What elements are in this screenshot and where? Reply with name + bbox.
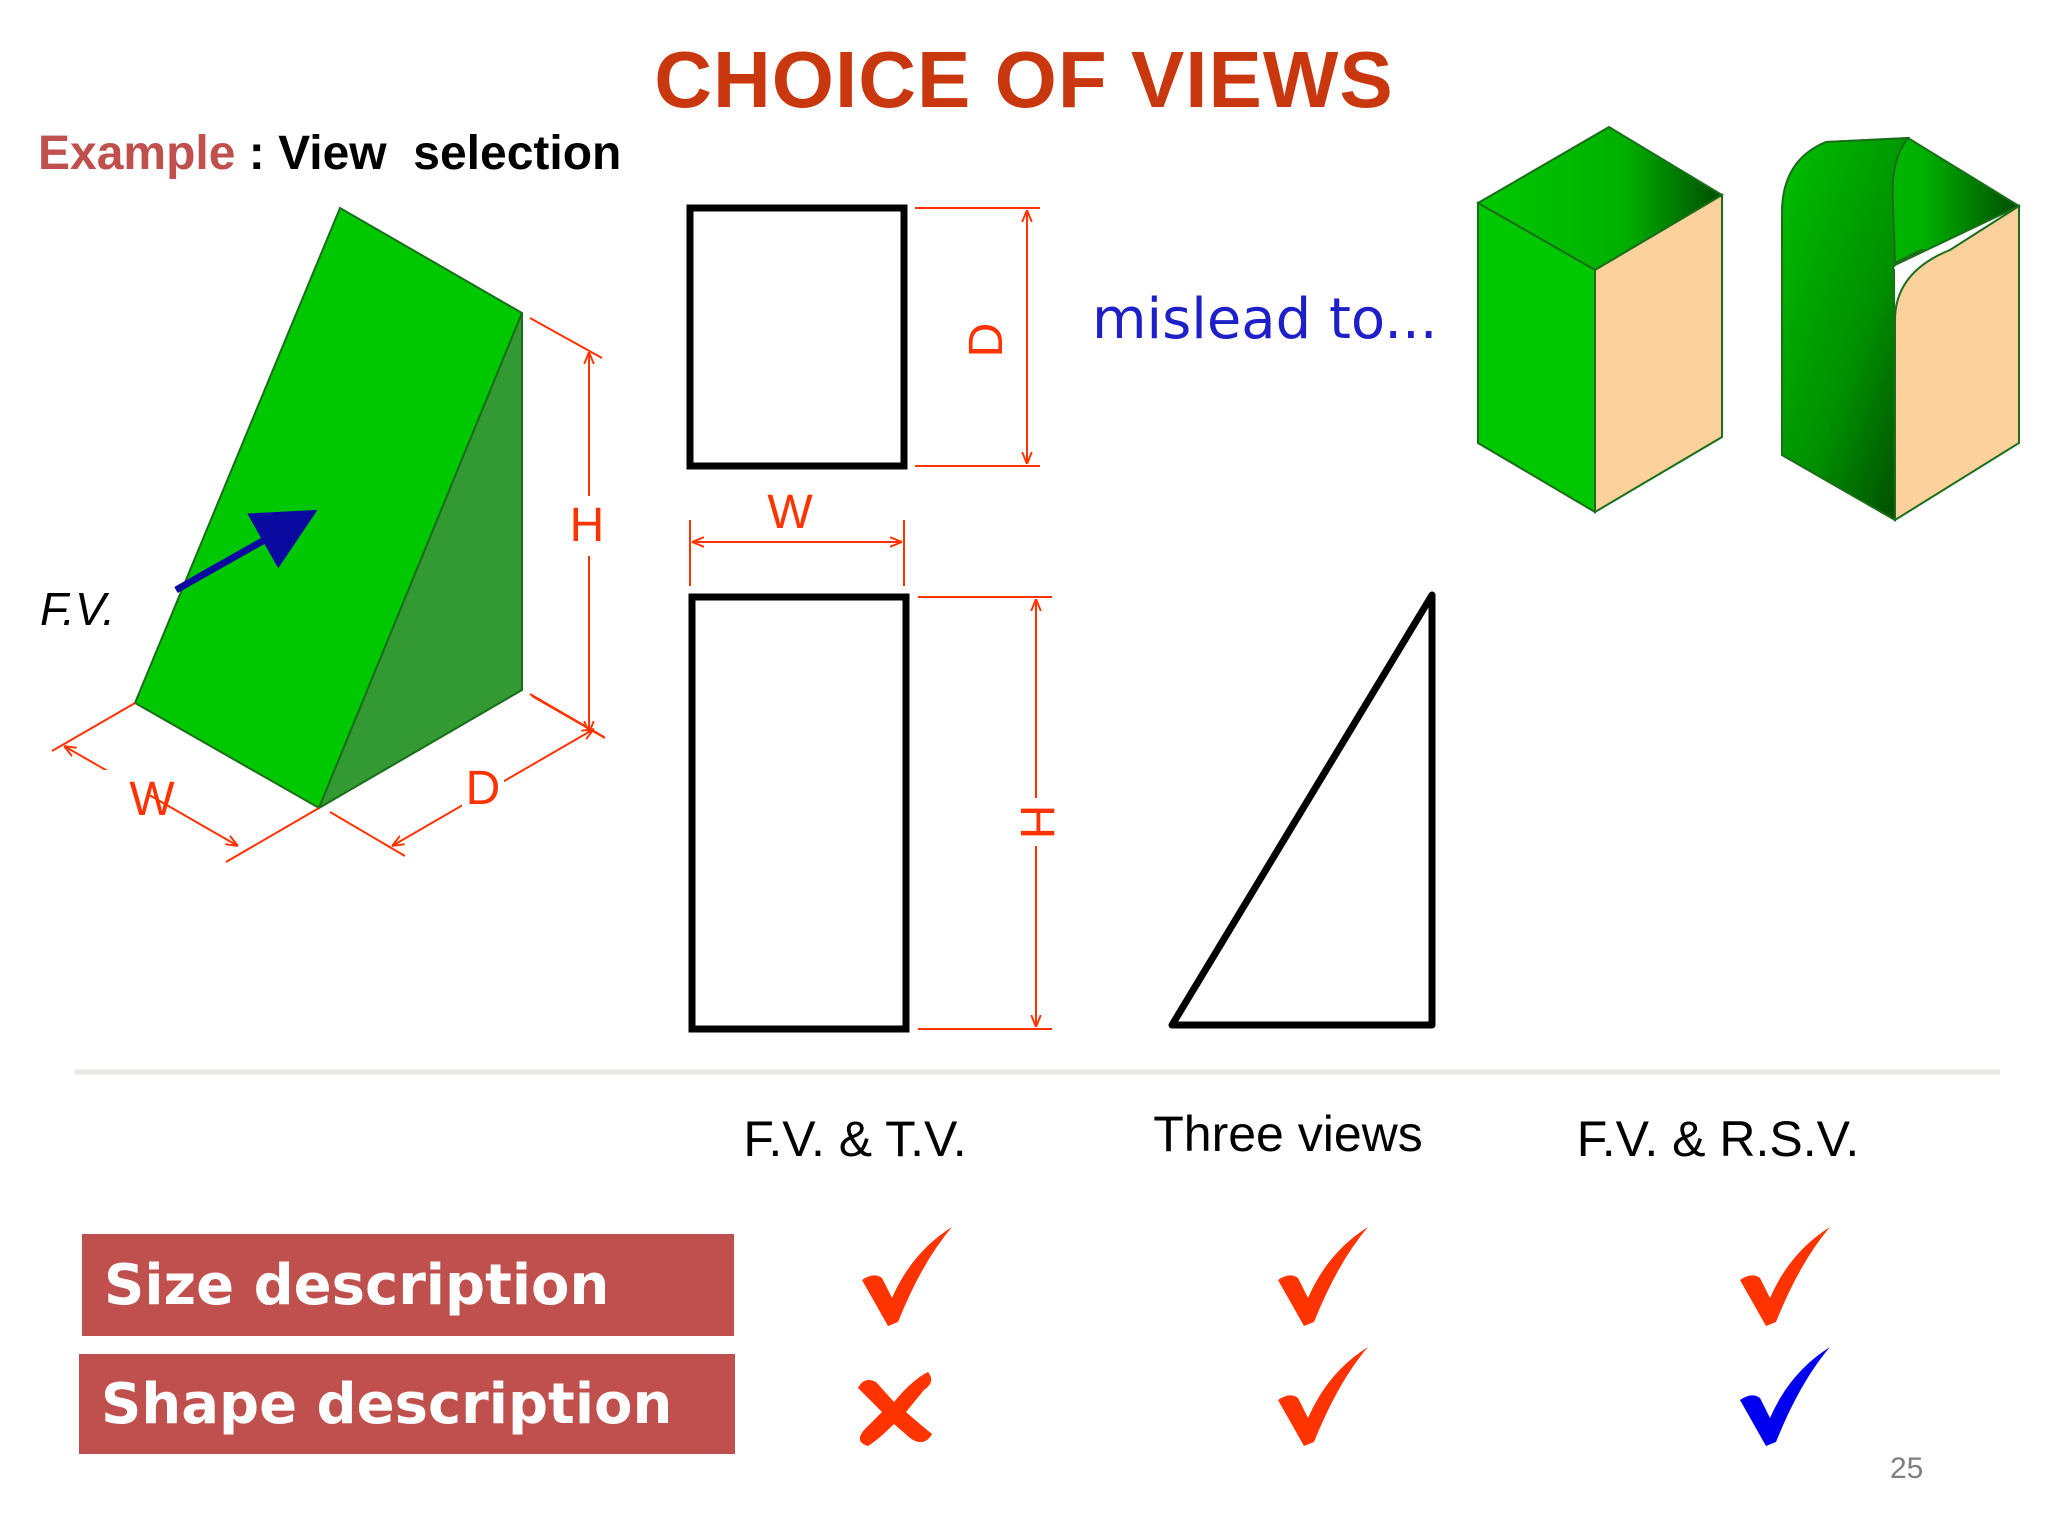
front-dim-gap (1010, 798, 1062, 846)
dim-h-gap (568, 496, 610, 556)
width-dim-label: W (767, 486, 813, 539)
check-icon (862, 1227, 952, 1326)
front-view-dim-h-label: H (1010, 805, 1063, 840)
page-number: 25 (1890, 1452, 1924, 1485)
top-view-dimension (915, 207, 1040, 467)
cross-icon (858, 1372, 932, 1446)
slide-subtitle: Example : View selection (38, 126, 621, 181)
check-icon (1740, 1347, 1830, 1446)
slide-title: CHOICE OF VIEWS (654, 35, 1394, 124)
top-view-dim-d-label: D (960, 323, 1013, 358)
check-icon (1278, 1227, 1368, 1326)
isometric-wedge (133, 206, 524, 811)
dim-line-w (64, 746, 238, 846)
check-icon (1740, 1227, 1830, 1326)
front-view-arrow (174, 509, 318, 594)
column-header-fv-tv: F.V. & T.V. (743, 1111, 967, 1167)
check-icon (1278, 1347, 1368, 1446)
subtitle-rest: : View selection (235, 127, 622, 180)
iso-dim-w-label: W (129, 773, 175, 826)
dim-w-gap (100, 770, 150, 828)
row-label-size-description: Size description (82, 1234, 734, 1336)
side-view-triangle (1168, 591, 1436, 1029)
mislead-box-rounded (1780, 136, 2022, 522)
front-view-label: F.V. (40, 583, 115, 635)
row-label-shape-description: Shape description (79, 1354, 735, 1454)
dim-d-gap (462, 764, 504, 822)
iso-dim-h-label: H (570, 499, 605, 552)
front-view-rect (688, 593, 910, 1033)
subtitle-example: Example (38, 127, 236, 180)
mislead-caption: mislead to... (1092, 287, 1438, 352)
top-view-rect (686, 204, 908, 470)
iso-dim-d-label: D (466, 762, 501, 815)
column-header-three-views: Three views (1153, 1106, 1423, 1162)
column-header-fv-rsv: F.V. & R.S.V. (1576, 1111, 1860, 1167)
width-dimension (689, 520, 905, 586)
mislead-box-solid (1475, 125, 1724, 514)
